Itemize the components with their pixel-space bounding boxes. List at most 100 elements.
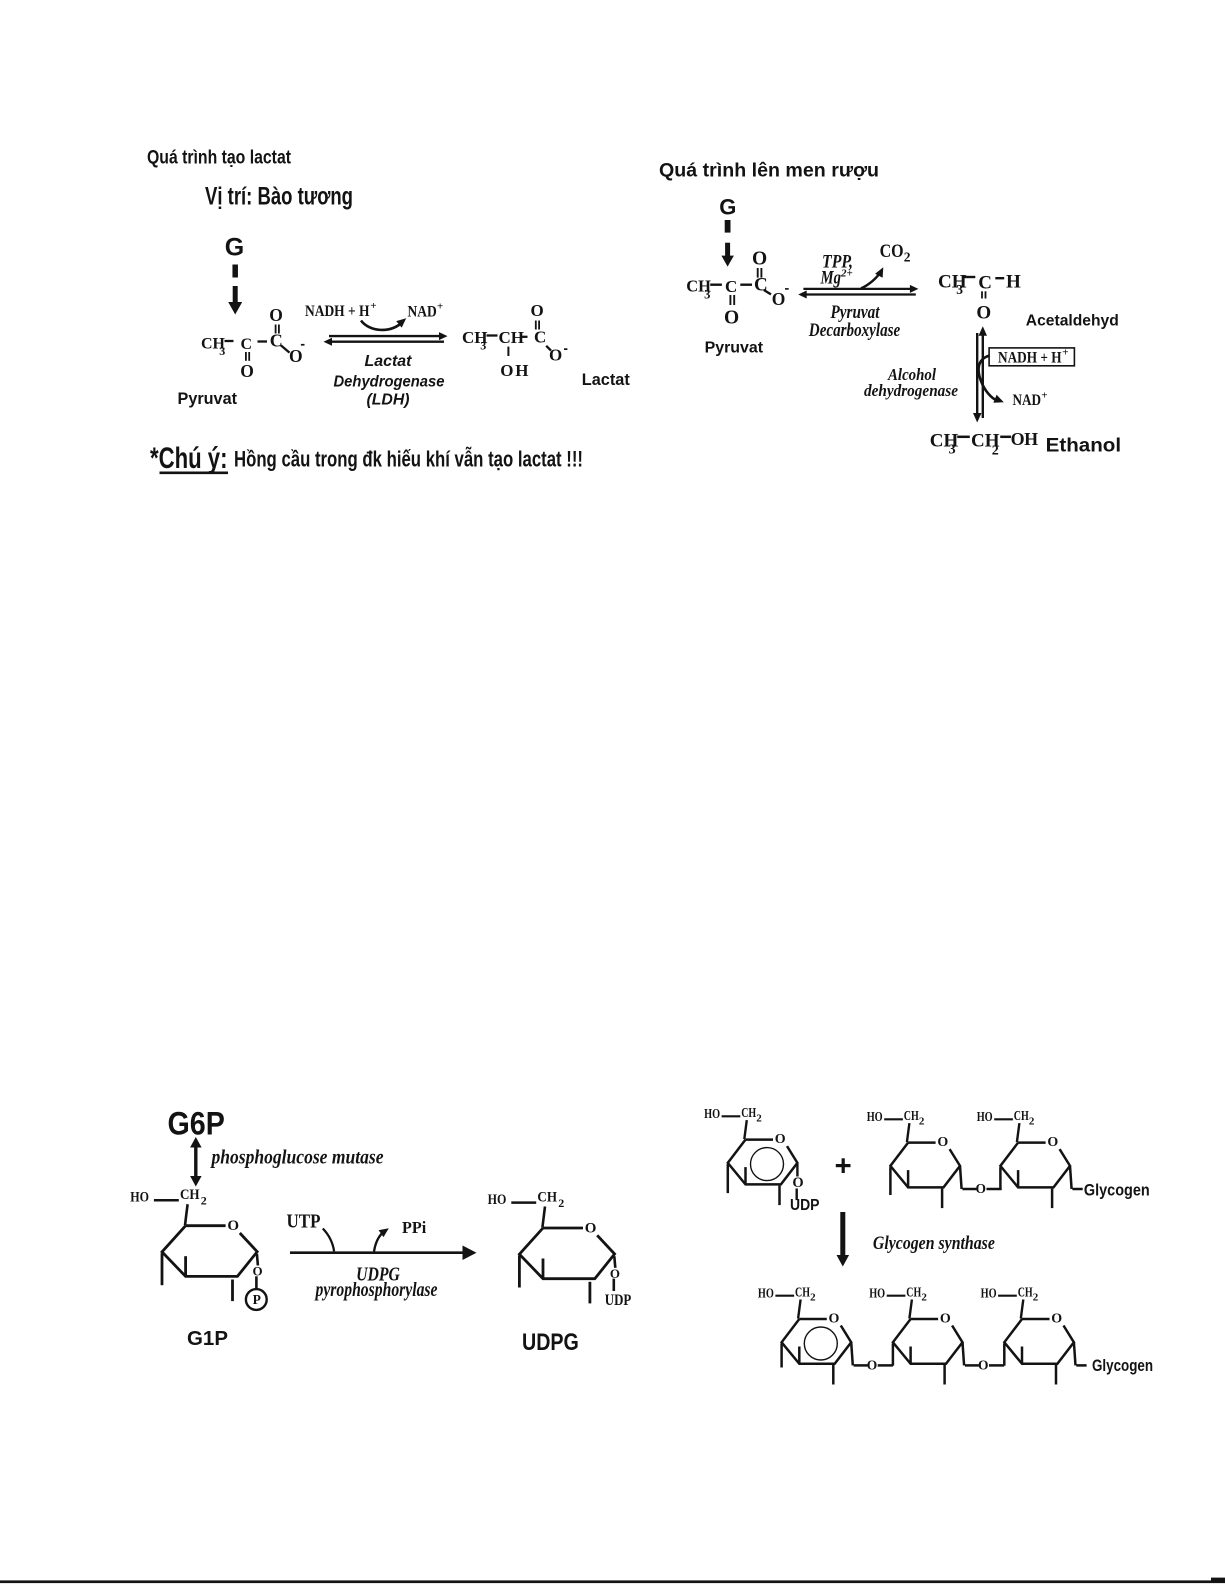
svg-text:HO: HO xyxy=(867,1109,883,1124)
svg-text:NAD: NAD xyxy=(1013,390,1042,409)
svg-text:H: H xyxy=(1006,272,1021,293)
svg-text:Glycogen: Glycogen xyxy=(1092,1357,1153,1375)
svg-text:UDP: UDP xyxy=(790,1197,820,1214)
svg-text:+: + xyxy=(1041,390,1047,402)
svg-text:pyrophosphorylase: pyrophosphorylase xyxy=(314,1280,438,1301)
svg-text:O: O xyxy=(549,345,562,364)
svg-text:phosphoglucose mutase: phosphoglucose mutase xyxy=(210,1147,384,1169)
svg-text:HO: HO xyxy=(488,1192,507,1208)
svg-text:HO: HO xyxy=(130,1190,149,1206)
svg-text:CH: CH xyxy=(971,430,1000,451)
svg-text:dehydrogenase: dehydrogenase xyxy=(864,381,958,400)
svg-text:P: P xyxy=(253,1292,261,1307)
svg-text:PPi: PPi xyxy=(402,1218,427,1237)
svg-text:CH: CH xyxy=(741,1105,756,1120)
svg-text:Hồng cầu trong đk hiếu khí vẫ: Hồng cầu trong đk hiếu khí vẫn tạo lacta… xyxy=(234,446,583,471)
svg-text:C: C xyxy=(534,328,546,347)
svg-text:3: 3 xyxy=(480,339,486,353)
svg-text:CH: CH xyxy=(499,328,525,347)
svg-text:O: O xyxy=(585,1220,597,1236)
svg-text:CH: CH xyxy=(462,328,488,347)
svg-text:Glycogen: Glycogen xyxy=(1084,1182,1150,1200)
svg-text:O: O xyxy=(775,1132,786,1147)
svg-text:O: O xyxy=(829,1311,840,1326)
svg-text:Ethanol: Ethanol xyxy=(1046,435,1121,457)
svg-text:O: O xyxy=(1051,1311,1062,1326)
svg-text:H: H xyxy=(515,361,528,380)
svg-text:O: O xyxy=(976,302,991,323)
svg-text:(LDH): (LDH) xyxy=(367,392,410,409)
svg-text:HO: HO xyxy=(758,1286,774,1301)
svg-text:O: O xyxy=(1011,429,1025,449)
svg-text:CH: CH xyxy=(938,272,967,293)
svg-text:O: O xyxy=(978,1357,989,1372)
svg-text:Pyruvat: Pyruvat xyxy=(178,390,238,408)
svg-text:O: O xyxy=(269,305,283,325)
svg-text:3: 3 xyxy=(956,282,963,297)
svg-text:C: C xyxy=(978,273,992,294)
svg-text:CH: CH xyxy=(180,1187,200,1203)
svg-text:HO: HO xyxy=(981,1286,997,1301)
svg-text:C: C xyxy=(725,277,737,296)
svg-text:C: C xyxy=(241,336,253,353)
svg-text:CH: CH xyxy=(930,430,959,451)
svg-text:TPP,: TPP, xyxy=(822,253,853,273)
svg-text:CH: CH xyxy=(795,1285,810,1300)
svg-text:CH: CH xyxy=(904,1108,919,1123)
svg-text:Pyruvat: Pyruvat xyxy=(705,340,764,357)
svg-text:2: 2 xyxy=(904,250,911,265)
svg-text:O: O xyxy=(937,1135,948,1150)
svg-text:2: 2 xyxy=(992,444,999,459)
svg-text:2: 2 xyxy=(919,1115,925,1127)
svg-text:G1P: G1P xyxy=(187,1327,228,1350)
svg-text:O: O xyxy=(500,361,513,380)
svg-text:+: + xyxy=(437,301,443,313)
svg-text:HO: HO xyxy=(704,1106,720,1121)
svg-text:O: O xyxy=(227,1218,239,1234)
svg-text:Acetaldehyd: Acetaldehyd xyxy=(1026,313,1119,330)
svg-text:Quá trình lên men rượu: Quá trình lên men rượu xyxy=(659,159,879,181)
svg-text:O: O xyxy=(724,308,739,329)
svg-text:G6P: G6P xyxy=(168,1106,225,1142)
svg-text:O: O xyxy=(752,249,767,270)
svg-text:+: + xyxy=(370,300,376,312)
svg-text:Pyruvat: Pyruvat xyxy=(830,303,881,323)
svg-text:O: O xyxy=(240,361,254,381)
svg-text:*Chú ý:: *Chú ý: xyxy=(150,442,228,475)
svg-text:2: 2 xyxy=(1033,1292,1039,1304)
svg-text:2: 2 xyxy=(921,1292,927,1304)
svg-text:CH: CH xyxy=(1014,1108,1029,1123)
svg-text:3: 3 xyxy=(704,287,710,301)
svg-text:Lactat: Lactat xyxy=(582,371,630,389)
svg-text:O: O xyxy=(792,1175,803,1191)
svg-text:G: G xyxy=(225,234,244,262)
svg-text:3: 3 xyxy=(219,344,225,358)
svg-text:O: O xyxy=(1047,1135,1058,1150)
svg-text:2: 2 xyxy=(1029,1115,1035,1127)
svg-text:O: O xyxy=(772,289,786,309)
svg-text:C: C xyxy=(270,330,283,350)
svg-text:O: O xyxy=(940,1311,951,1326)
svg-text:Decarboxylase: Decarboxylase xyxy=(808,321,900,341)
svg-text:O: O xyxy=(289,346,303,366)
svg-text:UDP: UDP xyxy=(605,1292,632,1309)
svg-text:G: G xyxy=(719,194,736,219)
svg-text:NADH + H: NADH + H xyxy=(305,301,370,320)
svg-text:CH: CH xyxy=(906,1285,921,1300)
svg-text:O: O xyxy=(867,1357,878,1372)
svg-text:HO: HO xyxy=(869,1286,885,1301)
svg-text:+: + xyxy=(1062,347,1068,359)
svg-text:UDPG: UDPG xyxy=(522,1329,579,1356)
svg-text:CO: CO xyxy=(880,241,904,262)
svg-text:Quá trình tạo lactat: Quá trình tạo lactat xyxy=(147,147,291,169)
svg-text:2: 2 xyxy=(201,1194,207,1208)
svg-text:CH: CH xyxy=(537,1190,557,1206)
svg-text:CH: CH xyxy=(201,336,226,353)
svg-text:O: O xyxy=(610,1266,620,1281)
svg-text:UTP: UTP xyxy=(287,1212,321,1233)
svg-text:O: O xyxy=(252,1264,262,1279)
svg-text:Vị trí: Bào tương: Vị trí: Bào tương xyxy=(205,182,353,210)
svg-text:O: O xyxy=(531,301,544,320)
svg-text:NADH + H: NADH + H xyxy=(998,350,1062,367)
svg-text:2+: 2+ xyxy=(840,268,853,280)
